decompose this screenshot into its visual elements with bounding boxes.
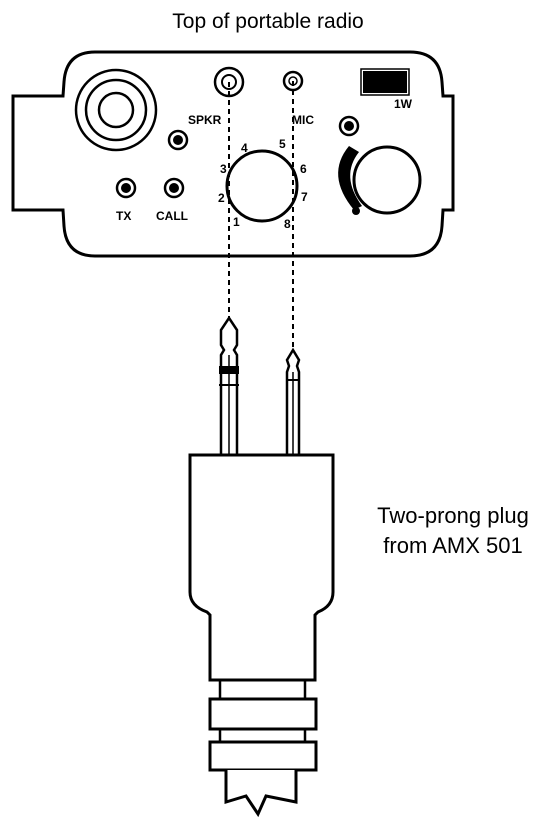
spkr-label: SPKR [188,113,222,127]
plug-caption-line2: from AMX 501 [383,533,522,558]
diagram-title: Top of portable radio [172,10,363,33]
channel-selector-knob[interactable] [225,149,299,223]
channel-number: 6 [300,162,307,176]
plug-caption-line1: Two-prong plug [377,503,529,528]
antenna-connector [74,68,158,152]
power-switch-slot [360,68,410,96]
power-switch[interactable] [363,71,407,93]
mic-prong [285,347,301,457]
channel-number: 4 [241,141,248,155]
squelch-knob-icon[interactable] [338,115,360,137]
antenna-side-knob-icon[interactable] [167,129,189,151]
channel-number: 2 [218,191,225,205]
volume-indicator-dot [352,207,360,215]
tx-label: TX [116,209,131,223]
call-button[interactable] [163,177,185,199]
plug-body [188,453,335,682]
volume-knob[interactable] [352,145,422,215]
channel-number: 1 [233,215,240,229]
cable-ring [208,740,318,772]
speaker-prong [219,315,239,457]
mic-label: MIC [292,113,314,127]
volume-arc [338,146,362,210]
channel-number: 8 [284,217,291,231]
channel-number: 7 [301,190,308,204]
cable-break [224,770,298,818]
tx-button[interactable] [115,177,137,199]
channel-number: 3 [220,162,227,176]
call-label: CALL [156,209,188,223]
cable-ring [208,697,318,731]
power-label: 1W [394,97,413,111]
channel-number: 5 [279,137,286,151]
